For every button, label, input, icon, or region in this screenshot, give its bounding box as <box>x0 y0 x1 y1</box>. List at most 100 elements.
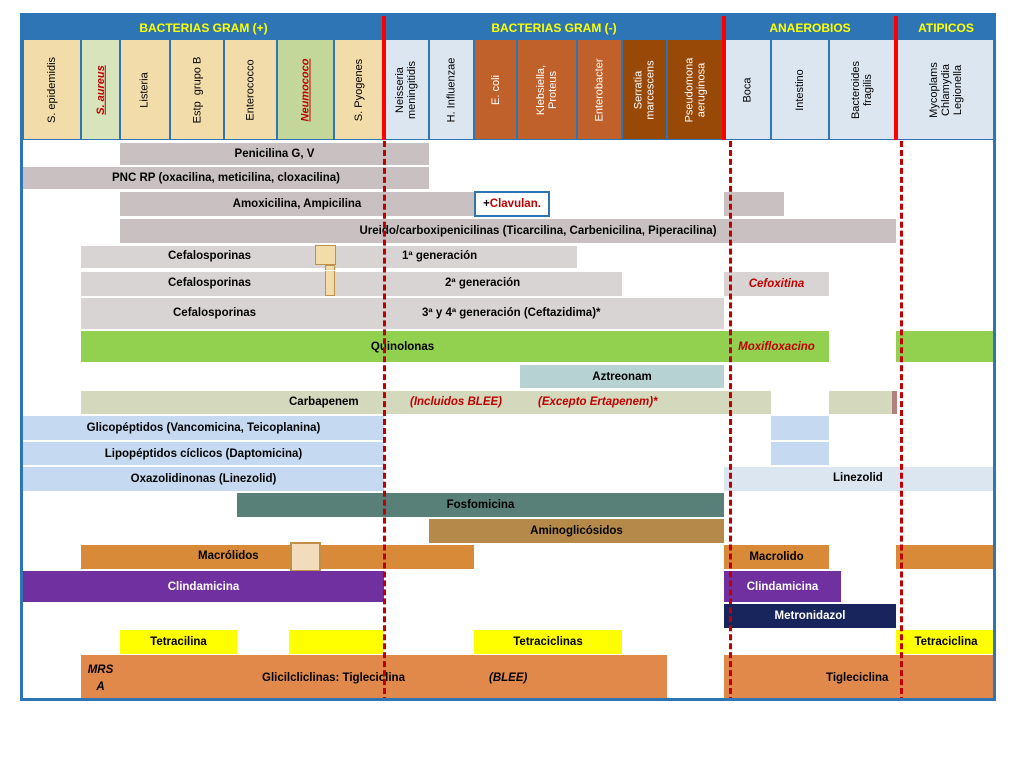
linezolid-label: Linezolid <box>833 472 883 484</box>
column-header: Neumococo <box>277 39 334 140</box>
column-header: E. coli <box>474 39 517 140</box>
bar-cefoxitina: Cefoxitina <box>724 272 829 296</box>
column-header-label: S. epidemidis <box>46 56 59 123</box>
bar-penicilina-label: Penicilina G, V <box>234 148 315 160</box>
column-header: Boca <box>724 39 771 140</box>
bar-tetraciclina-atipicos: Tetraciclina <box>896 630 993 654</box>
glicilciclinas-label: Glicilcliclinas: Tigleciclina <box>262 672 405 684</box>
group-gram-positive: BACTERIAS GRAM (+) <box>23 16 384 39</box>
column-header: Pseudomona aeruginosa <box>667 39 724 140</box>
cefalosporinas-marker-icon <box>315 245 336 265</box>
bar-quinolonas-atipicos <box>896 331 993 362</box>
bar-macrolidos-atipicos <box>896 545 993 569</box>
glicopeptidos-label: Glicopéptidos (Vancomicina, Teicoplanina… <box>86 422 321 434</box>
cef2-name: Cefalosporinas <box>168 277 252 289</box>
row-separator <box>23 297 993 298</box>
bar-tetraciclinas: Tetraciclinas <box>474 630 622 654</box>
divider-anaerobios-atipicos <box>894 16 898 140</box>
column-header-label: Klebsiella, Proteus <box>534 64 559 115</box>
column-header: Enterococco <box>224 39 277 140</box>
column-header-label: Enterobacter <box>593 58 606 121</box>
tetracilina-label: Tetracilina <box>150 636 207 648</box>
bar-clindamicina-anaerobios: Clindamicina <box>724 571 841 602</box>
group-gram-negative-label: BACTERIAS GRAM (-) <box>491 20 617 35</box>
column-header-label: Listeria <box>139 71 151 108</box>
oxazolidinonas-label: Oxazolidinonas (Linezolid) <box>130 473 277 485</box>
column-header: Estp grupo B <box>170 39 224 140</box>
dashed-divider-anaerobios-atipicos <box>900 141 903 698</box>
bar-glicopeptidos-intestino <box>771 416 829 440</box>
group-atipicos: ATIPICOS <box>896 16 993 39</box>
box-clavulanate: +Clavulan. <box>474 191 550 217</box>
dashed-divider-gram-pos-neg <box>383 141 386 698</box>
bar-cefalosporinas-3-4 <box>81 298 724 329</box>
bar-amoxicilina-label: Amoxicilina, Ampicilina <box>232 198 362 210</box>
column-header: Enterobacter <box>577 39 622 140</box>
bar-macrolido-anaerobios: Macrolido <box>724 545 829 569</box>
row-separator <box>23 244 993 245</box>
column-header-label: Estp grupo B <box>191 56 203 123</box>
clavulanate-prefix: + <box>483 198 490 210</box>
divider-gram-neg-anaerobios <box>722 16 726 140</box>
column-header-label: Pseudomona aeruginosa <box>683 57 708 122</box>
bar-carbapenem <box>81 391 771 414</box>
bar-glicopeptidos: Glicopéptidos (Vancomicina, Teicoplanina… <box>23 416 384 440</box>
divider-gram-pos-neg <box>382 16 386 140</box>
clindamicina-label: Clindamicina <box>167 580 240 593</box>
bar-fosfomicina: Fosfomicina <box>237 493 724 517</box>
cef2-generation: 2ª generación <box>445 277 521 289</box>
column-header: Klebsiella, Proteus <box>517 39 577 140</box>
cef1-generation: 1ª generación <box>402 250 478 262</box>
glicilciclinas-blee: (BLEE) <box>489 672 528 684</box>
row-separator <box>23 270 993 271</box>
bar-pnc-rp: PNC RP (oxacilina, meticilina, cloxacili… <box>23 167 429 189</box>
column-header-label: Neumococo <box>299 58 312 121</box>
bar-oxazolidinonas: Oxazolidinonas (Linezolid) <box>23 467 384 491</box>
tetraciclinas-label: Tetraciclinas <box>513 636 583 648</box>
group-atipicos-label: ATIPICOS <box>918 20 974 35</box>
clavulanate-label: Clavulan. <box>489 198 541 210</box>
macrolidos-label: Macrólidos <box>198 550 259 562</box>
column-header: S. aureus <box>81 39 120 140</box>
antibiotic-spectrum-chart: BACTERIAS GRAM (+) BACTERIAS GRAM (-) AN… <box>20 13 996 701</box>
bar-amoxicilina: Amoxicilina, Ampicilina <box>120 192 474 216</box>
bar-penicilina: Penicilina G, V <box>120 143 429 165</box>
macrolidos-marker-icon <box>290 542 321 572</box>
bar-glicilciclinas <box>120 655 667 698</box>
metronidazol-label: Metronidazol <box>774 610 846 622</box>
bar-lipopeptidos-intestino <box>771 442 829 465</box>
column-header: S. epidemidis <box>23 39 81 140</box>
carbapenem-end-marker <box>892 391 897 414</box>
tigleciclina-label: Tigleciclina <box>826 672 889 684</box>
column-header-label: Neisseria meningitidis <box>394 60 419 119</box>
bar-ureido-label: Ureido/carboxipenicilinas (Ticarcilina, … <box>359 225 717 237</box>
column-header-label: S. aureus <box>94 64 107 115</box>
carbapenem-excepto-ertapenem: (Excepto Ertapenem)* <box>538 396 658 408</box>
mrsa-label: MRS A <box>87 663 114 693</box>
column-header: Mycoplams Chlamydia Legionella <box>896 39 993 140</box>
bar-quinolonas: Quinolonas <box>81 331 724 362</box>
row-separator <box>23 190 993 191</box>
cefoxitina-label: Cefoxitina <box>748 278 805 290</box>
bar-linezolid <box>724 467 993 491</box>
bar-aminoglicosidos: Aminoglicósidos <box>429 519 724 543</box>
bar-lipopeptidos: Lipopéptidos cíclicos (Daptomicina) <box>23 442 384 465</box>
column-header: Intestino <box>771 39 829 140</box>
bar-ureido-carboxipenicilinas: Ureido/carboxipenicilinas (Ticarcilina, … <box>120 219 896 243</box>
column-header-label: Serratia marcescens <box>632 59 657 120</box>
aztreonam-label: Aztreonam <box>592 370 652 383</box>
lipopeptidos-label: Lipopéptidos cíclicos (Daptomicina) <box>104 447 303 460</box>
group-gram-positive-label: BACTERIAS GRAM (+) <box>139 20 268 35</box>
column-header: Neisseria meningitidis <box>384 39 429 140</box>
column-header-label: S. Pyogenes <box>353 58 365 121</box>
quinolonas-label: Quinolonas <box>370 340 435 353</box>
cefalosporinas-connector-icon <box>325 265 335 296</box>
group-anaerobios: ANAEROBIOS <box>724 16 896 39</box>
bar-clindamicina: Clindamicina <box>23 571 384 602</box>
bar-cefalosporinas-2 <box>81 272 622 296</box>
macrolido-label: Macrolido <box>749 551 804 563</box>
bar-carbapenem-bacteroides <box>829 391 896 414</box>
bar-tigleciclina <box>724 655 993 698</box>
carbapenem-label: Carbapenem <box>289 396 359 408</box>
column-header: Bacteroides fragilis <box>829 39 896 140</box>
